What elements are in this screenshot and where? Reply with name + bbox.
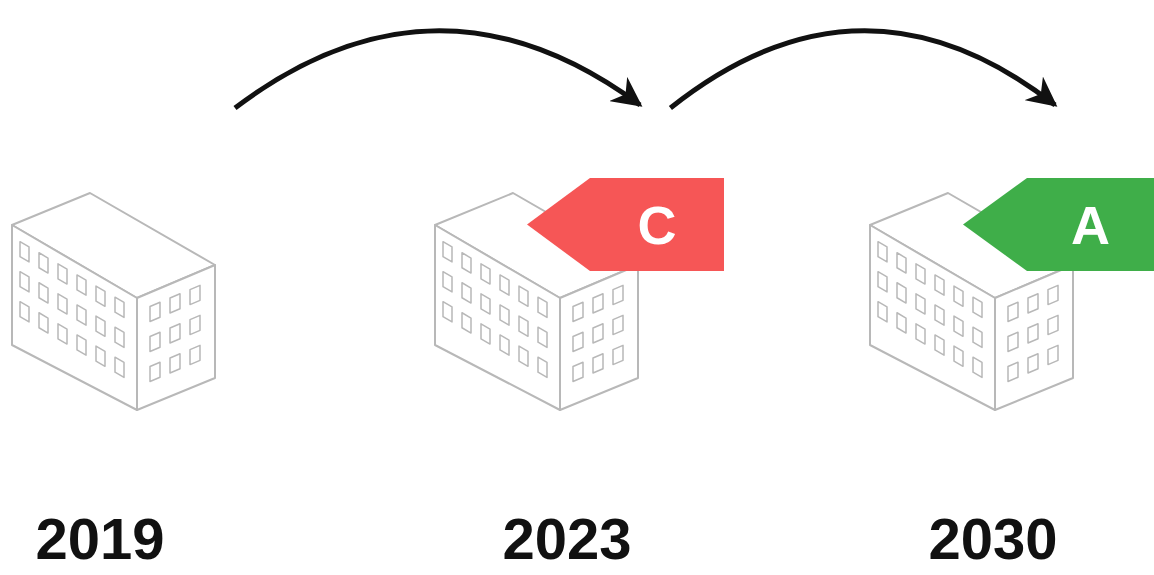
arrow — [235, 31, 640, 108]
rating-letter: A — [1071, 198, 1110, 252]
year-label: 2023 — [502, 510, 631, 568]
building — [12, 193, 215, 410]
label-shape — [963, 178, 1154, 271]
rating-letter: C — [638, 198, 677, 252]
energy-label: C — [527, 178, 724, 271]
year-label: 2019 — [35, 510, 164, 568]
energy-label: A — [963, 178, 1154, 271]
label-shape — [527, 178, 724, 271]
arrow — [670, 31, 1055, 108]
year-label: 2030 — [928, 510, 1057, 568]
